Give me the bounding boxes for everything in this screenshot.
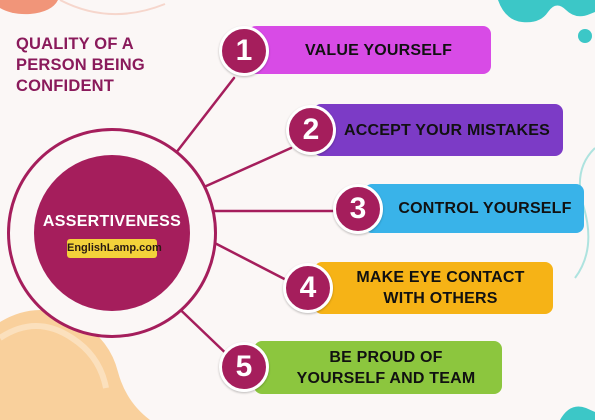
heading-line: QUALITY OF A bbox=[16, 35, 134, 53]
orange-wave-edge-decoration bbox=[0, 323, 109, 389]
quality-label-5: BE PROUD OF YOURSELF AND TEAM bbox=[254, 341, 502, 394]
hub-core: ASSERTIVENESS EnglishLamp.com bbox=[34, 155, 190, 311]
heading-line: CONFIDENT bbox=[16, 77, 115, 95]
quality-number-2: 2 bbox=[286, 105, 336, 155]
quality-label-3: CONTROL YOURSELF bbox=[364, 184, 584, 233]
line-scribble-decoration bbox=[574, 147, 595, 279]
quality-text-line: MAKE EYE CONTACT bbox=[356, 269, 525, 286]
quality-number-5: 5 bbox=[219, 342, 269, 392]
quality-label-2: ACCEPT YOUR MISTAKES bbox=[313, 104, 563, 156]
hub-circle: ASSERTIVENESS EnglishLamp.com bbox=[7, 128, 217, 338]
quality-label-1: VALUE YOURSELF bbox=[248, 26, 491, 74]
teal-dot-decoration bbox=[578, 29, 592, 43]
quality-label-4: MAKE EYE CONTACT WITH OTHERS bbox=[314, 262, 553, 314]
orange-wave-decoration bbox=[0, 310, 150, 420]
coral-blob-decoration bbox=[0, 0, 58, 15]
brand-badge: EnglishLamp.com bbox=[67, 239, 162, 258]
quality-text-line: YOURSELF AND TEAM bbox=[296, 369, 476, 387]
teal-corner-decoration bbox=[560, 406, 595, 420]
quality-number-1: 1 bbox=[219, 26, 269, 76]
page-heading: QUALITY OF A PERSON BEING CONFIDENT bbox=[16, 34, 206, 97]
connector-line-4 bbox=[203, 236, 298, 287]
quality-text-line: BE PROUD OF bbox=[329, 348, 443, 366]
quality-text-line: VALUE YOURSELF bbox=[304, 41, 453, 59]
quality-number-4: 4 bbox=[283, 263, 333, 313]
quality-text-line: WITH OTHERS bbox=[383, 290, 498, 307]
quality-text-line: CONTROL YOURSELF bbox=[398, 200, 572, 217]
quality-number-3: 3 bbox=[333, 184, 383, 234]
hub-title: ASSERTIVENESS bbox=[42, 213, 182, 230]
peach-curve-decoration bbox=[59, 0, 166, 16]
quality-text-line: ACCEPT YOUR MISTAKES bbox=[343, 121, 551, 139]
connector-line-1 bbox=[170, 76, 236, 160]
connector-line-2 bbox=[202, 146, 293, 189]
heading-line: PERSON BEING bbox=[16, 56, 145, 74]
teal-blob-decoration bbox=[498, 0, 595, 23]
